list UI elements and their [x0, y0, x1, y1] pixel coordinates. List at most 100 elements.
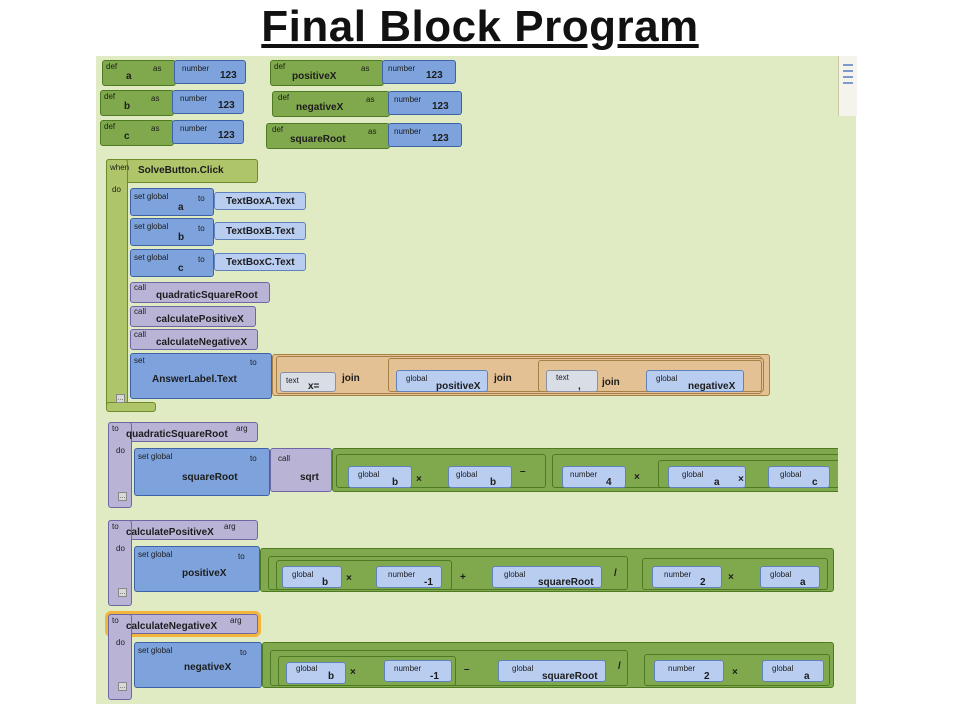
call-keyword: call [134, 330, 147, 339]
global-keyword: global [292, 570, 314, 579]
def-value: 123 [426, 70, 443, 81]
global-keyword: global [656, 374, 678, 383]
def-name: negativeX [296, 102, 344, 113]
global-value: squareRoot [542, 671, 598, 682]
proc-to-keyword: to [112, 424, 119, 433]
def-as: as [361, 64, 370, 73]
global-keyword: global [358, 470, 380, 479]
def-keyword: def [104, 92, 116, 101]
global-keyword: global [456, 470, 478, 479]
global-keyword: global [682, 470, 704, 479]
def-as: as [368, 127, 377, 136]
number-keyword: number [668, 664, 696, 673]
call-name: calculatePositiveX [156, 314, 244, 325]
operator-divide: / [618, 661, 621, 672]
operator-times: × [346, 573, 352, 584]
def-name: squareRoot [290, 134, 346, 145]
slide-title: Final Block Program [261, 2, 699, 51]
global-keyword: global [406, 374, 428, 383]
operator-times: × [732, 667, 738, 678]
set-to: to [198, 224, 205, 233]
proc-name: quadraticSquareRoot [126, 429, 228, 440]
set-keyword: set global [134, 253, 169, 262]
collapse-button[interactable]: ... [118, 682, 127, 691]
global-value: squareRoot [538, 577, 594, 588]
set-value: TextBoxA.Text [226, 196, 295, 207]
operator-times: × [738, 474, 744, 485]
operator-minus: – [464, 664, 470, 675]
def-name: b [124, 101, 131, 112]
global-value: b [490, 477, 497, 488]
def-keyword: def [272, 125, 284, 134]
call-keyword: call [134, 307, 147, 316]
call-keyword: call [134, 283, 147, 292]
proc-name: calculatePositiveX [126, 527, 214, 538]
set-to: to [240, 648, 247, 657]
set-var: negativeX [184, 662, 232, 673]
global-keyword: global [770, 570, 792, 579]
blocks-workspace[interactable]: def a as number 123 def b as number 123 … [96, 56, 856, 704]
global-value: positiveX [436, 381, 481, 392]
workspace-edge [838, 116, 856, 704]
text-value: x= [308, 381, 320, 392]
join-keyword: join [494, 373, 512, 384]
event-when-keyword: when [110, 163, 130, 172]
global-value: a [804, 671, 810, 682]
number-keyword: number [570, 470, 598, 479]
set-keyword: set global [134, 222, 169, 231]
def-name: a [126, 71, 132, 82]
set-var: b [178, 232, 185, 243]
collapse-button[interactable]: ... [118, 492, 127, 501]
number-keyword: number [664, 570, 692, 579]
text-value: , [578, 381, 581, 392]
operator-divide: / [614, 568, 617, 579]
global-value: c [812, 477, 818, 488]
global-value: b [392, 477, 399, 488]
set-keyword: set global [134, 192, 169, 201]
set-value: TextBoxC.Text [226, 257, 295, 268]
proc-do: do [116, 544, 125, 553]
set-value: TextBoxB.Text [226, 226, 295, 237]
def-name: positiveX [292, 71, 337, 82]
set-to: to [198, 255, 205, 264]
def-keyword: def [274, 62, 286, 71]
global-keyword: global [512, 664, 534, 673]
global-value: a [800, 577, 806, 588]
set-var: positiveX [182, 568, 227, 579]
collapse-button[interactable]: ... [118, 588, 127, 597]
set-keyword: set [134, 356, 145, 365]
number-value: 2 [700, 577, 706, 588]
call-fn: sqrt [300, 472, 319, 483]
def-value: 123 [218, 130, 235, 141]
proc-arg: arg [230, 616, 242, 625]
call-name: quadraticSquareRoot [156, 290, 258, 301]
def-as: as [366, 95, 375, 104]
event-do-keyword: do [112, 185, 121, 194]
collapse-button[interactable]: ... [116, 394, 125, 403]
def-value: 123 [432, 133, 449, 144]
join-keyword: join [342, 373, 360, 384]
event-name: SolveButton.Click [138, 165, 224, 176]
operator-minus: – [520, 466, 526, 477]
proc-name: calculateNegativeX [126, 621, 218, 632]
proc-do: do [116, 446, 125, 455]
set-var: c [178, 263, 184, 274]
join-keyword: join [602, 377, 620, 388]
number-value: 4 [606, 477, 612, 488]
operator-times: × [728, 572, 734, 583]
number-value: -1 [424, 577, 433, 588]
global-keyword: global [296, 664, 318, 673]
def-type: number [180, 124, 208, 133]
number-value: 2 [704, 671, 710, 682]
def-type: number [394, 127, 422, 136]
def-type: number [180, 94, 208, 103]
global-value: negativeX [688, 381, 736, 392]
proc-arg: arg [236, 424, 248, 433]
set-to: to [198, 194, 205, 203]
set-target: AnswerLabel.Text [152, 374, 237, 385]
set-to: to [250, 358, 257, 367]
global-value: b [322, 577, 329, 588]
global-keyword: global [780, 470, 802, 479]
def-keyword: def [104, 122, 116, 131]
workspace-thumbnail[interactable] [838, 56, 857, 116]
